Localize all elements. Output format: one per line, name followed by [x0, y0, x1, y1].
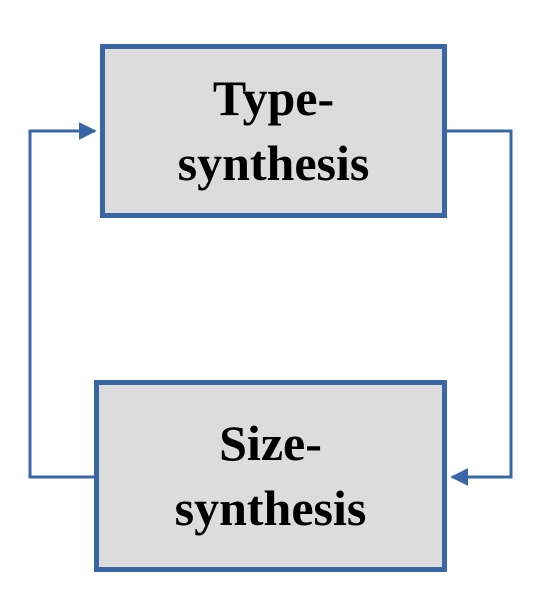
type-synthesis-box: Type- synthesis: [100, 44, 447, 218]
type-synthesis-label-line2: synthesis: [177, 135, 370, 191]
size-synthesis-label-line2: synthesis: [174, 480, 367, 536]
size-synthesis-label-line1: Size-: [219, 415, 322, 471]
size-synthesis-box: Size- synthesis: [94, 380, 447, 572]
type-synthesis-label-line1: Type-: [212, 70, 335, 126]
arrow-size-to-type: [28, 122, 97, 479]
arrow-type-to-size: [447, 129, 513, 486]
